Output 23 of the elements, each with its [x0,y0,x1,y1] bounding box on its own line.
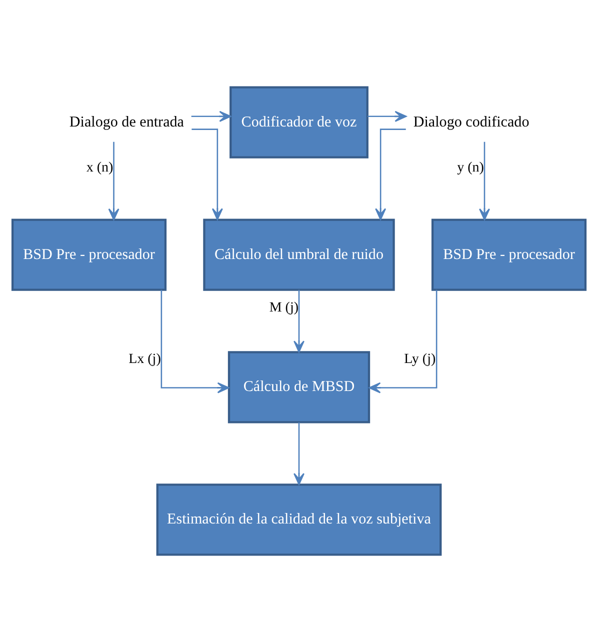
arrow [375,128,406,220]
arrow [294,422,304,486]
edge-label: x (n) [86,160,114,176]
node-text: Dialogo codificado [413,114,530,130]
node-box: Cálculo de MBSD [228,351,370,424]
arrow [368,290,438,394]
node-text: Dialogo de entrada [69,114,184,130]
arrow [294,290,304,353]
arrow [108,142,120,220]
arrow [479,142,490,220]
arrow [191,110,232,122]
node-box: Estimación de la calidad de la voz subjetiva [156,484,442,556]
edge-label: Lx (j) [128,352,161,368]
node-box: Cálculo del umbral de ruido [203,218,395,291]
node-box: BSD Pre - procesador [11,218,167,291]
arrow [192,128,223,220]
node-box: Codificador de voz [230,86,368,158]
edge-label: M (j) [269,300,299,316]
arrow [368,110,407,122]
edge-label: y (n) [457,160,484,176]
arrow [160,290,230,394]
node-box: BSD Pre - procesador [431,218,587,291]
edge-label: Ly (j) [404,352,436,368]
